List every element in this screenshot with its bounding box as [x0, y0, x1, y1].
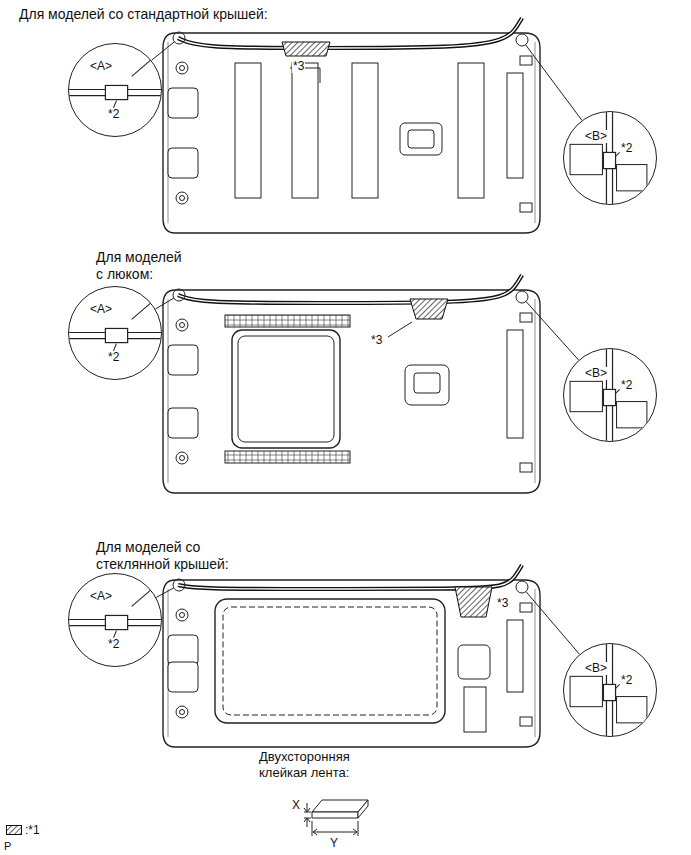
detail-art — [69, 287, 161, 379]
callout-number: *2 — [620, 379, 633, 392]
hatch-swatch — [6, 825, 22, 835]
headliner — [155, 275, 578, 493]
callout-number: *3 — [370, 333, 383, 347]
magnified-view: <A> *2 — [68, 286, 162, 380]
view-letter: <B> — [584, 662, 608, 675]
detail-art — [564, 349, 656, 441]
headliner — [151, 18, 581, 233]
tape-sketch — [304, 800, 368, 836]
detail-art — [564, 644, 656, 736]
legend-row: :*1 — [6, 823, 40, 837]
magnified-view: <B> *2 — [563, 643, 657, 737]
tape-caption: Двухсторонняя клейкая лента: — [258, 749, 385, 780]
magnified-view: <B> *2 — [563, 348, 657, 442]
view-letter: <A> — [89, 303, 113, 316]
detail-art — [69, 574, 161, 666]
callout-number: *2 — [620, 142, 633, 155]
section-heading: Для моделей с люком: — [95, 249, 187, 283]
dimension-label: X — [291, 798, 301, 812]
view-letter: <B> — [584, 130, 608, 143]
callout-number: *2 — [107, 638, 120, 651]
callout-number: *2 — [620, 674, 633, 687]
detail-art — [69, 44, 161, 136]
detail-art — [564, 112, 656, 204]
dimension-label: Y — [329, 836, 339, 850]
page-mark: P — [3, 840, 12, 853]
view-letter: <A> — [89, 590, 113, 603]
magnified-view: <A> *2 — [68, 43, 162, 137]
section-heading: Для моделей со стеклянной крышей: — [95, 539, 237, 573]
view-letter: <B> — [584, 367, 608, 380]
headliner — [156, 565, 579, 747]
callout-number: *2 — [107, 351, 120, 364]
callout-number: *3 — [292, 59, 305, 73]
section-heading: Для моделей со стандартной крышей: — [18, 6, 360, 23]
view-letter: <A> — [89, 60, 113, 73]
legend-text: :*1 — [25, 823, 40, 837]
callout-number: *2 — [107, 108, 120, 121]
magnified-view: <B> *2 — [563, 111, 657, 205]
magnified-view: <A> *2 — [68, 573, 162, 667]
callout-number: *3 — [496, 596, 509, 610]
